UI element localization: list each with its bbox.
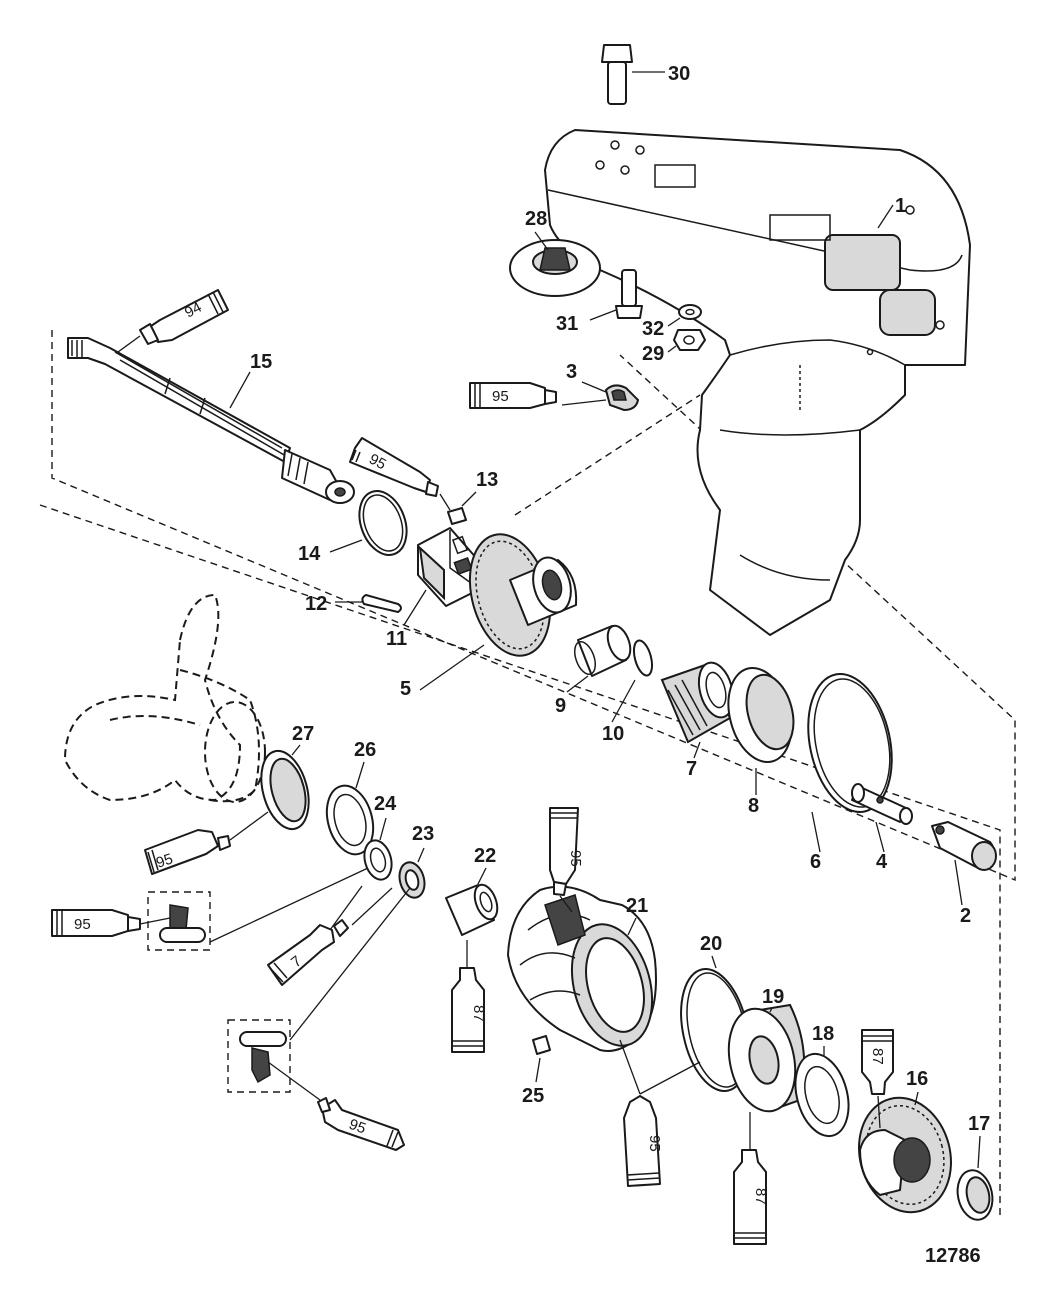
cross-pin-12 xyxy=(361,594,402,613)
callout-10: 10 xyxy=(602,723,624,745)
callout-13: 13 xyxy=(476,469,498,491)
cam-follower-13 xyxy=(447,507,467,525)
callout-22: 22 xyxy=(474,845,496,867)
callout-2: 2 xyxy=(960,905,971,927)
nut-29 xyxy=(673,329,706,351)
reverse-gear-16 xyxy=(858,1096,952,1214)
bushing-17 xyxy=(956,1169,994,1221)
retainer-26 xyxy=(325,784,375,856)
propeller-outline xyxy=(63,593,266,803)
bearing-race-8 xyxy=(727,666,795,764)
screw-31 xyxy=(615,269,643,319)
shift-pin-4 xyxy=(851,783,913,825)
tube-label-95-oring20: 95 xyxy=(646,1135,663,1152)
tube-label-87-race19: 87 xyxy=(752,1188,769,1205)
callout-5: 5 xyxy=(400,678,411,700)
callout-21: 21 xyxy=(626,895,648,917)
callout-9: 9 xyxy=(555,695,566,717)
tube-label-95-carrier: 95 xyxy=(567,850,584,867)
callout-16: 16 xyxy=(906,1068,928,1090)
callout-31: 31 xyxy=(556,313,578,335)
needle-bearing-22 xyxy=(445,883,499,936)
figure-id: 12786 xyxy=(925,1245,981,1267)
callout-7: 7 xyxy=(686,758,697,780)
tab-25 xyxy=(532,1035,551,1055)
gear-housing xyxy=(544,129,971,636)
bearing-race-19 xyxy=(727,1003,806,1113)
tube-label-87-bearing22: 87 xyxy=(470,1005,487,1022)
tube-label-94: 94 xyxy=(182,299,205,322)
tube-label-95-cam: 95 xyxy=(492,388,509,405)
seal-detail-inset-2 xyxy=(227,1019,291,1093)
lube-tube-95-cam: 95 xyxy=(469,382,557,409)
seal-detail-inset-1 xyxy=(147,891,211,951)
forward-gear-5 xyxy=(468,533,578,657)
seal-27 xyxy=(260,749,310,831)
callout-12: 12 xyxy=(305,593,327,615)
callout-6: 6 xyxy=(810,851,821,873)
lube-tube-95-carrier: 95 xyxy=(549,807,584,896)
bearing-carrier-21 xyxy=(507,885,657,1052)
anode-28 xyxy=(509,239,601,297)
shim-18 xyxy=(794,1052,850,1138)
callout-4: 4 xyxy=(876,851,888,873)
tube-label-95-detail2: 95 xyxy=(347,1116,368,1138)
lube-tube-95-oring20: 95 xyxy=(623,1095,663,1187)
lube-tube-94: 94 xyxy=(139,289,229,345)
callout-25: 25 xyxy=(522,1085,544,1107)
washer-24 xyxy=(363,839,393,881)
lube-tube-7: 7 xyxy=(267,919,349,986)
needle-bearing-9 xyxy=(573,624,632,677)
callout-29: 29 xyxy=(642,343,664,365)
callout-19: 19 xyxy=(762,986,784,1008)
washer-32 xyxy=(678,304,702,320)
seal-23 xyxy=(398,861,426,899)
tube-label-87-gear16: 87 xyxy=(869,1048,886,1065)
tapered-bearing-7 xyxy=(660,661,735,744)
callout-30: 30 xyxy=(668,63,690,85)
retaining-ring-10 xyxy=(632,639,654,677)
callout-23: 23 xyxy=(412,823,434,845)
lube-tube-87-bearing22: 87 xyxy=(451,967,487,1053)
clutch-11 xyxy=(417,527,479,607)
bolt-30 xyxy=(601,44,633,105)
ring-6 xyxy=(807,673,893,813)
callout-15: 15 xyxy=(250,351,272,373)
tube-label-95-detail1: 95 xyxy=(74,916,91,933)
shift-crank-2 xyxy=(931,821,997,871)
callout-24: 24 xyxy=(374,793,397,815)
callout-26: 26 xyxy=(354,739,376,761)
assembly-dashed-guides xyxy=(39,330,1016,1215)
shift-cam-3 xyxy=(604,384,640,412)
lube-tube-87-gear16: 87 xyxy=(861,1029,894,1095)
lube-tube-95-detail1: 95 xyxy=(51,909,141,937)
callout-14: 14 xyxy=(298,543,321,565)
callout-27: 27 xyxy=(292,723,314,745)
callout-11: 11 xyxy=(386,628,407,650)
callout-1: 1 xyxy=(895,195,906,217)
lube-tube-87-race19: 87 xyxy=(733,1149,769,1245)
lube-tube-95-seal27: 95 xyxy=(144,829,231,875)
callout-8: 8 xyxy=(748,795,759,817)
lube-tube-95-shaft: 95 xyxy=(349,437,439,497)
callout-32: 32 xyxy=(642,318,664,340)
callout-18: 18 xyxy=(812,1023,834,1045)
callout-20: 20 xyxy=(700,933,722,955)
callout-28: 28 xyxy=(525,208,547,230)
lube-tube-95-detail2: 95 xyxy=(317,1097,405,1151)
tube-label-95-shaft: 95 xyxy=(366,451,389,474)
tube-label-95-seal27: 95 xyxy=(154,850,175,871)
ring-14 xyxy=(358,490,408,556)
callout-3: 3 xyxy=(566,361,577,383)
callout-17: 17 xyxy=(968,1113,990,1135)
propeller-shaft-15 xyxy=(67,337,355,504)
